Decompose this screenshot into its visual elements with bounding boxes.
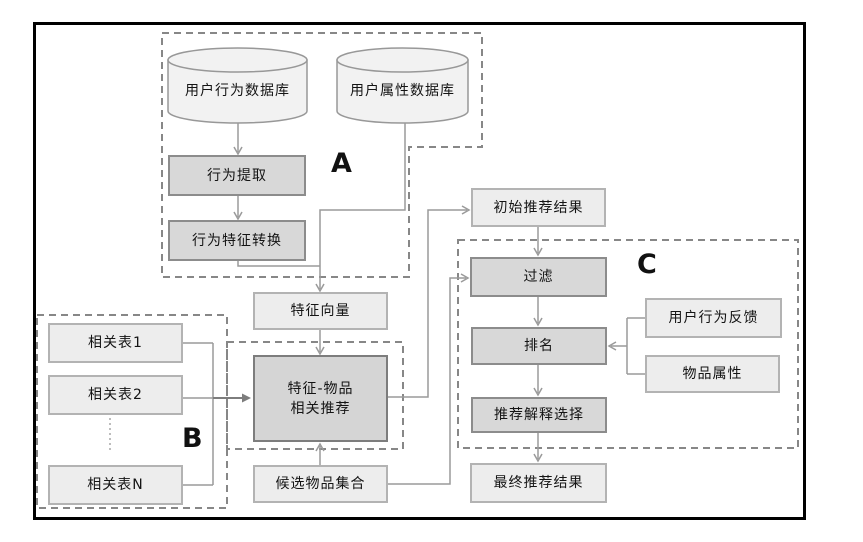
node-behavior-feature-convert: 行为特征转换 — [168, 220, 306, 261]
edge-featureitem-to-initial — [388, 209, 467, 398]
arrowhead-explain-top — [533, 387, 543, 397]
node-filter: 过滤 — [470, 257, 607, 297]
arrowhead-featureitem-left — [242, 393, 251, 403]
region-c-outline — [457, 239, 799, 449]
edge-attrdb-to-vector — [319, 123, 406, 289]
arrowhead-convert — [233, 211, 243, 221]
arrowhead-initial — [461, 205, 471, 215]
edge-tables-merge — [183, 342, 214, 486]
node-rec-explain-select: 推荐解释选择 — [471, 397, 607, 433]
node-user-behavior-db: 用户行为数据库 — [185, 83, 290, 99]
arrowhead-ranking-top — [533, 317, 543, 327]
node-feature-vector: 特征向量 — [253, 292, 388, 330]
feature-item-rec-line2: 相关推荐 — [290, 400, 351, 417]
region-a-label: A — [331, 148, 352, 179]
node-user-attr-db: 用户属性数据库 — [350, 83, 455, 99]
node-initial-rec-result: 初始推荐结果 — [471, 188, 606, 227]
node-feature-item-rec: 特征-物品 相关推荐 — [253, 355, 388, 442]
region-b-label: B — [182, 423, 203, 454]
region-a-outline — [161, 32, 483, 278]
node-item-attr: 物品属性 — [645, 355, 780, 393]
user-attr-db-cylinder — [336, 47, 469, 124]
edge-candidate-to-filter — [388, 277, 466, 485]
diagram-outer-frame — [33, 22, 806, 520]
region-c-label: C — [637, 249, 657, 280]
node-candidate-item-set: 候选物品集合 — [253, 465, 388, 503]
arrowhead-filter-top — [533, 247, 543, 257]
node-user-behavior-feedback: 用户行为反馈 — [645, 298, 782, 338]
node-behavior-extract: 行为提取 — [168, 155, 306, 196]
node-related-table-1: 相关表1 — [48, 323, 183, 363]
arrowhead-filter-left — [460, 273, 470, 283]
node-related-table-2: 相关表2 — [48, 375, 183, 415]
arrowhead-extract — [233, 146, 243, 156]
arrowhead-featureitem-top — [315, 346, 325, 356]
arrowhead-ranking-right — [607, 341, 617, 351]
arrowhead-vector — [315, 283, 325, 293]
node-ranking: 排名 — [471, 327, 607, 365]
arrowhead-featureitem-bottom — [315, 442, 325, 452]
node-related-table-n: 相关表N — [48, 465, 183, 505]
node-final-rec-result: 最终推荐结果 — [470, 463, 607, 503]
edge-convert-to-vector — [237, 261, 320, 267]
feature-item-rec-line1: 特征-物品 — [287, 380, 354, 397]
region-mid-outline — [226, 341, 404, 450]
user-behavior-db-cylinder — [167, 47, 308, 124]
arrowhead-final-top — [533, 453, 543, 463]
edge-feedback-attr-merge — [611, 317, 645, 375]
